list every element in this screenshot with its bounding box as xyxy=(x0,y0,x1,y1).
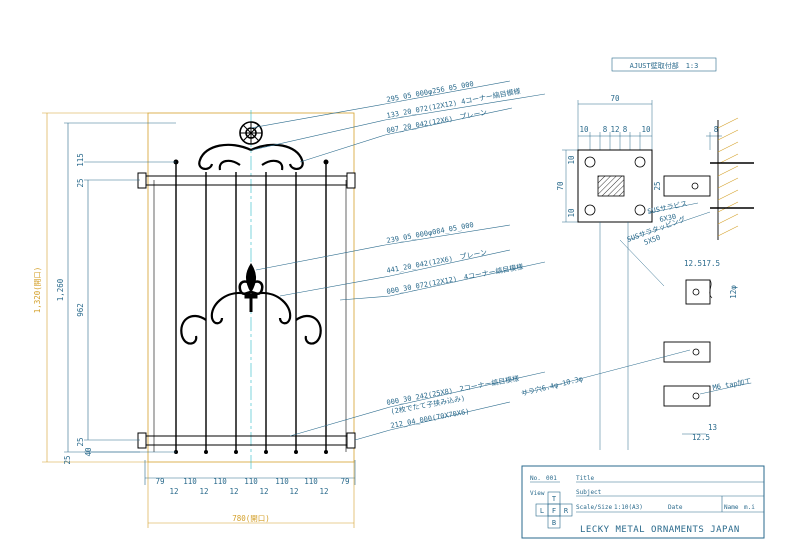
dim-125: 12.5 xyxy=(684,259,702,268)
dim-detail-12a: 12 xyxy=(610,125,619,134)
dim-bar-5: 12 xyxy=(319,487,328,496)
lower-bracket-2 xyxy=(663,341,711,363)
plate-screws xyxy=(584,156,646,216)
detail-title-box xyxy=(611,57,717,72)
middle-scrolls xyxy=(180,291,322,345)
dim-detail-10a: 10 xyxy=(579,125,589,134)
plate-center-block xyxy=(597,175,625,197)
lower-bracket-3 xyxy=(663,385,711,407)
dim-12phi: 12φ xyxy=(729,285,738,299)
tb-view-b: B xyxy=(552,519,556,527)
tb-scale-label: Scale/Size xyxy=(576,504,613,511)
dim-bot-c: 25 xyxy=(63,455,72,464)
callout-mid-1: 441_20_042(12X6) プレーン xyxy=(386,248,488,274)
detail-title: AJUST壁取付部 1:3 xyxy=(630,61,699,70)
lower-bracket-1 xyxy=(685,279,711,305)
dim-bar-4: 12 xyxy=(289,487,298,496)
dim-detail-10b: 10 xyxy=(641,125,651,134)
dim-detail-8b: 8 xyxy=(623,125,628,134)
dim-detail-h10a: 10 xyxy=(567,155,576,165)
dim-bot-b: 40 xyxy=(84,447,93,457)
dim-detail-8wall: 8 xyxy=(714,125,719,134)
tb-no-value: 001 xyxy=(546,475,557,482)
tb-company: LECKY METAL ORNAMENTS JAPAN xyxy=(580,525,740,535)
dim-space-1: 110 xyxy=(183,477,197,486)
end-plate-bottom-right xyxy=(346,432,356,449)
wall-hatch xyxy=(717,117,739,237)
fleur-de-lis-ornament xyxy=(238,263,264,312)
screw1-label-b: 6X30 xyxy=(659,213,677,224)
callouts-top: 295_05_000φ256_05_000 133_20_072(12X12) … xyxy=(386,80,521,135)
wall-detail: AJUST壁取付部 1:3 70 10 8 12 8 10 8 70 1 xyxy=(520,57,754,450)
dim-top-a: 115 xyxy=(76,153,85,167)
dim-bar-2: 12 xyxy=(229,487,238,496)
wall-screws xyxy=(710,162,754,209)
dim-bar-0: 12 xyxy=(169,487,178,496)
bottom-rail xyxy=(139,435,356,446)
top-rail xyxy=(139,175,356,186)
dim-bar-1: 12 xyxy=(199,487,208,496)
callouts-bot: 000_30_242(25X8) 2コーナー縞目模様 (2枚でたて子挟み込み) … xyxy=(386,374,520,430)
end-plate-top-left xyxy=(137,172,147,189)
dim-space-4: 110 xyxy=(275,477,289,486)
left-dimensions xyxy=(42,112,176,463)
dim-detail-8: 8 xyxy=(603,125,608,134)
rosette-ornament xyxy=(239,121,263,145)
tap-note: M6 tap加工 xyxy=(712,376,752,392)
bottom-dimensions xyxy=(144,460,356,485)
tb-title-label: Title xyxy=(576,475,594,482)
tb-scale-value: 1:10(A3) xyxy=(614,504,643,511)
dim-space-3: 110 xyxy=(244,477,258,486)
tb-subject-label: Subject xyxy=(576,489,602,496)
dim-175: 17.5 xyxy=(702,259,720,268)
dim-bar-3: 12 xyxy=(259,487,268,496)
callouts-mid: 239_05_000φ084_05_000 441_20_042(12X6) プ… xyxy=(386,221,524,296)
tb-view-l: L xyxy=(540,507,544,515)
dim-detail-h25: 25 xyxy=(653,181,662,190)
side-bracket xyxy=(663,175,711,197)
dim-space-7: 79 xyxy=(340,477,349,486)
dim-top-b: 25 xyxy=(76,178,85,187)
dim-overall-height: 1,320(開口) xyxy=(33,267,42,314)
tb-view-f: F xyxy=(552,507,556,515)
dim-125b: 12.5 xyxy=(692,433,710,442)
dim-bot-a: 25 xyxy=(76,437,85,446)
tb-name-label: Name xyxy=(724,504,739,511)
vertical-bars xyxy=(153,162,347,452)
tb-date-label: Date xyxy=(668,504,683,511)
dim-13: 13 xyxy=(708,423,717,432)
tb-view-label: View xyxy=(530,490,545,497)
top-scroll-ornament xyxy=(198,143,304,171)
dim-height: 1,260 xyxy=(56,278,65,301)
callout-leaders xyxy=(250,80,546,441)
dim-space-5: 110 xyxy=(304,477,318,486)
tb-view-t: T xyxy=(552,495,557,503)
dim-detail-h10b: 10 xyxy=(567,208,576,218)
gate-elevation xyxy=(137,110,356,470)
tb-no-label: No. xyxy=(530,475,541,482)
dim-inner: 962 xyxy=(76,303,85,317)
tb-view-r: R xyxy=(564,507,569,515)
dim-space-2: 110 xyxy=(213,477,227,486)
dim-space-0: 79 xyxy=(155,477,164,486)
dim-detail-h70: 70 xyxy=(556,181,565,191)
bottom-yellow-dim xyxy=(147,462,355,528)
dim-width: 780(開口) xyxy=(232,514,270,523)
end-plate-top-right xyxy=(346,172,356,189)
title-block xyxy=(521,465,765,539)
tb-name-value: m.i xyxy=(744,504,755,511)
wall-plate xyxy=(577,149,653,223)
end-plate-bottom-left xyxy=(137,432,147,449)
dim-detail-70: 70 xyxy=(610,94,620,103)
